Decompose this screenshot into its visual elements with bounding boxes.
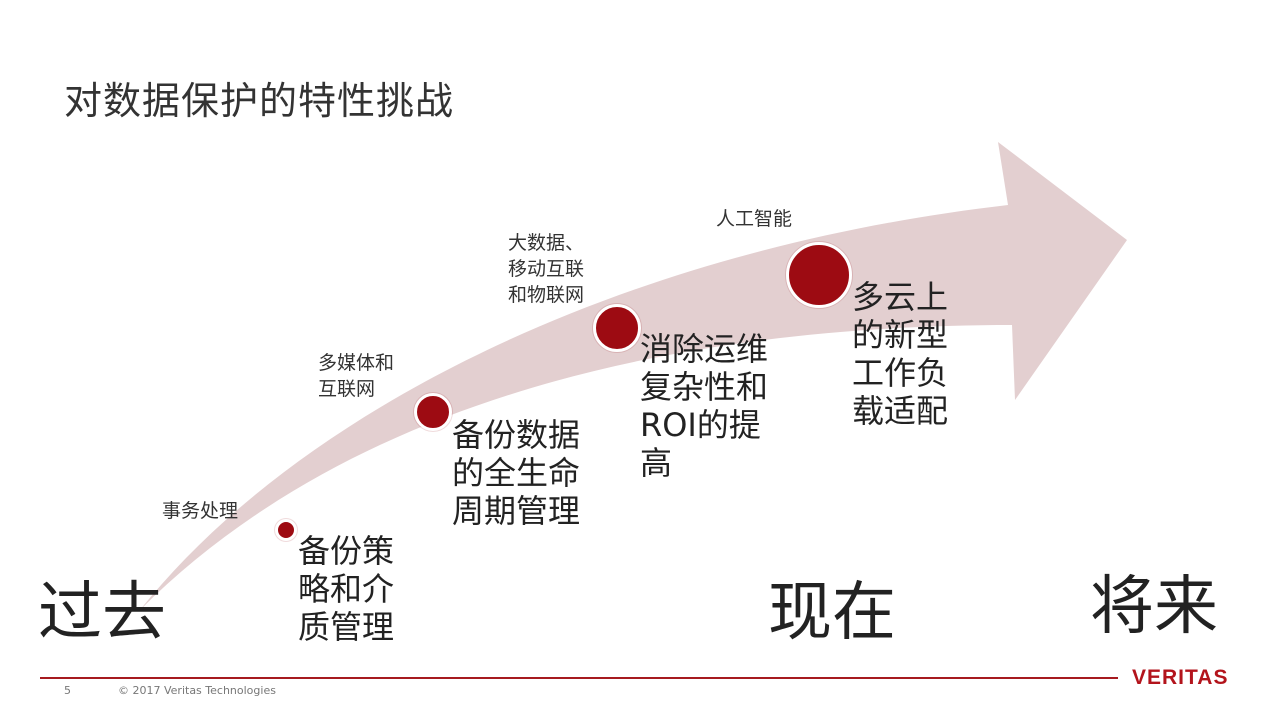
stage-2-small-label: 多媒体和 互联网 [318,352,395,400]
stage-4-small-label: 人工智能 [716,208,793,230]
stage-3-big-label: 消除运维 复杂性和 ROI的提 高 [640,330,769,482]
stage-3-dot [593,304,641,352]
era-future-label: 将来 [1090,570,1218,644]
slide-title: 对数据保护的特性挑战 [64,79,455,123]
stage-2-dot [414,393,452,431]
stage-4-big-label: 多云上 的新型 工作负 载适配 [852,278,949,430]
page-number: 5 [64,684,71,697]
era-past-label: 过去 [38,576,166,650]
era-present-label: 现在 [768,576,896,650]
stage-1-dot [275,519,297,541]
copyright-text: © 2017 Veritas Technologies [118,684,276,697]
growth-arrow-path [140,142,1127,610]
stage-1-small-label: 事务处理 [162,500,239,522]
stage-4-dot [786,242,852,308]
stage-2-big-label: 备份数据 的全生命 周期管理 [452,416,581,530]
stage-1-big-label: 备份策 略和介 质管理 [298,532,395,646]
footer-divider [40,677,1118,679]
veritas-logo: VERITAS [1132,666,1229,689]
stage-3-small-label: 大数据、 移动互联 和物联网 [508,232,585,306]
